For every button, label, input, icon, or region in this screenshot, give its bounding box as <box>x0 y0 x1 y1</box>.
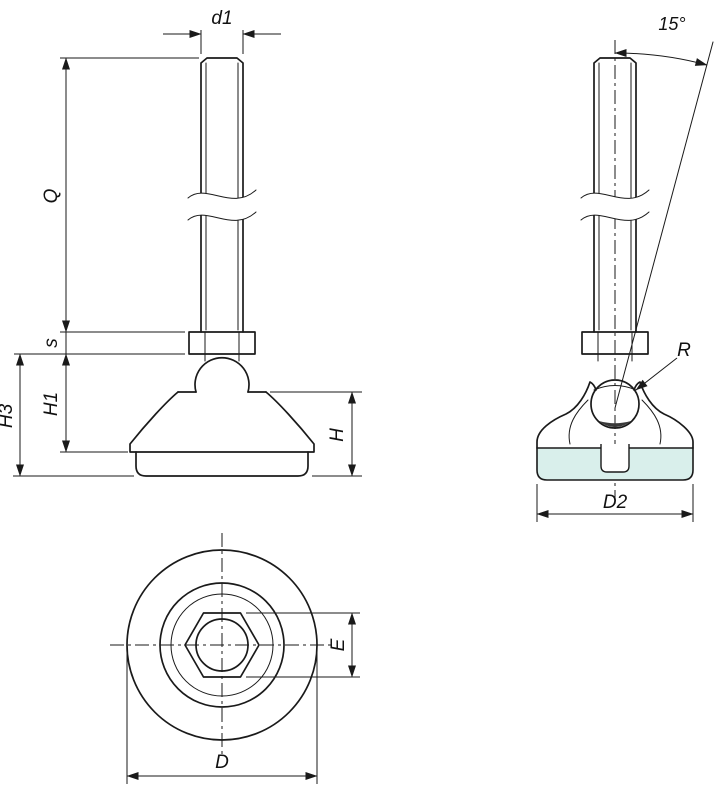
side-rib-right <box>641 399 662 445</box>
front-view: d1 Q s H1 H3 <box>0 8 362 477</box>
dimension-d1: d1 <box>163 8 281 54</box>
label-r: R <box>677 340 691 361</box>
front-ball <box>194 356 250 393</box>
base-outer-circle <box>126 549 318 741</box>
label-d: D <box>215 752 229 773</box>
dimension-h: H <box>270 391 362 477</box>
dome-rim-circle <box>159 582 285 708</box>
angle-annotation: 15° <box>614 14 714 409</box>
label-e: E <box>328 638 349 651</box>
dimension-h1: H1 <box>14 353 185 453</box>
label-h: H <box>327 428 348 442</box>
radius-annotation: R <box>635 340 691 391</box>
socket-gap <box>599 421 631 428</box>
label-q: Q <box>41 188 62 203</box>
socket-collar <box>593 385 637 391</box>
front-base-pad <box>135 451 309 477</box>
dimension-h3: H3 <box>0 353 134 477</box>
stud-hole-circle <box>195 618 249 672</box>
side-pad-slot <box>600 444 630 473</box>
dimension-d: D <box>126 652 318 784</box>
side-rib-left <box>568 399 589 445</box>
front-base-dome <box>129 391 315 453</box>
r-leader <box>635 357 678 391</box>
side-base-right <box>633 381 694 449</box>
dome-inner-circle <box>170 593 274 697</box>
angle-line <box>614 41 714 409</box>
hex-nut-top <box>184 612 260 678</box>
dimension-d2: D2 <box>536 484 694 522</box>
angle-arc <box>614 48 708 66</box>
dimension-s: s <box>41 332 67 354</box>
label-angle: 15° <box>658 14 685 34</box>
label-h1: H1 <box>41 392 62 416</box>
label-h3: H3 <box>0 403 17 428</box>
dimension-q: Q <box>41 57 199 333</box>
front-stud <box>187 57 257 362</box>
side-view: 15° R D2 <box>536 14 714 522</box>
label-s: s <box>41 338 62 348</box>
label-d2: D2 <box>603 492 628 513</box>
label-d1: d1 <box>211 8 232 29</box>
top-view: E D <box>110 533 360 784</box>
side-ball <box>590 379 640 429</box>
side-base-left <box>536 381 597 449</box>
dimension-e: E <box>246 612 360 678</box>
